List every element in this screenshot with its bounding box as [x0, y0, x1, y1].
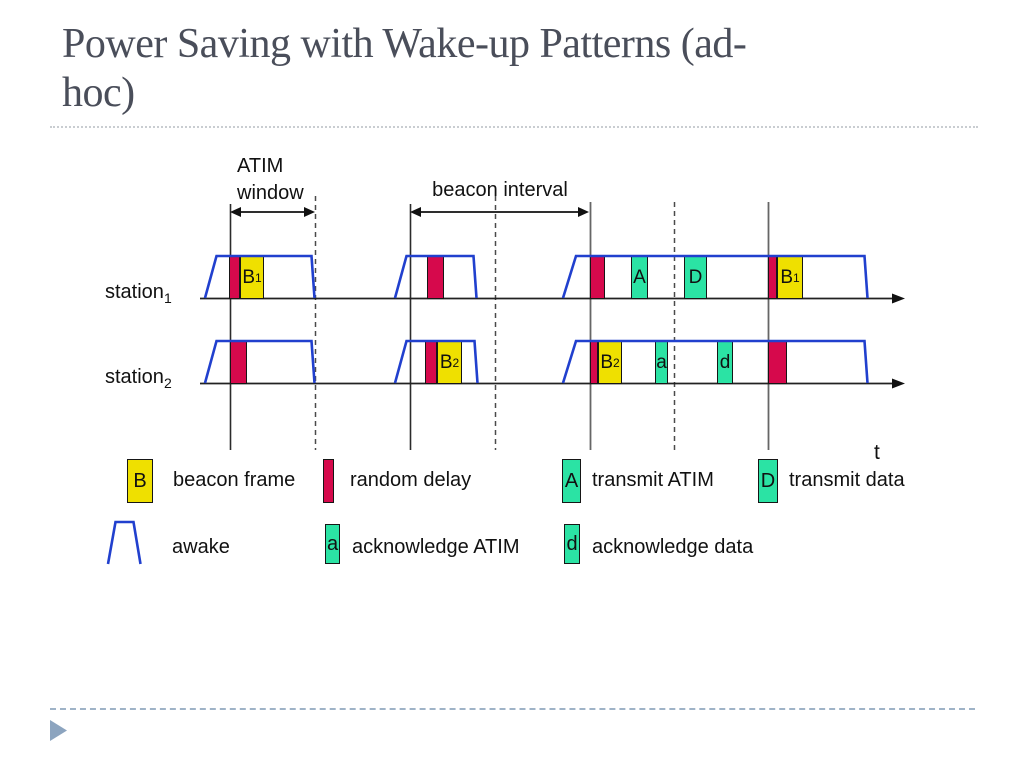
atim-window-label: ATIM window	[237, 153, 304, 207]
random-delay-block	[590, 256, 605, 299]
legend-ack-atim-label: acknowledge ATIM	[352, 536, 520, 558]
legend-transmit-data-swatch: D	[758, 459, 778, 503]
legend-ack-atim-swatch: a	[325, 524, 340, 564]
legend-awake-swatch	[106, 520, 142, 565]
next-slide-button[interactable]	[48, 718, 72, 744]
random-delay-block	[768, 341, 787, 384]
legend-random-delay-label: random delay	[350, 469, 472, 491]
legend-ack-data-swatch: d	[564, 524, 580, 564]
station2-label: station2	[105, 366, 172, 391]
legend-transmit-data-label: transmit data	[789, 469, 905, 491]
station2-time-axis	[200, 378, 905, 389]
time-axis-label: t	[874, 441, 880, 464]
random-delay-block	[768, 256, 777, 299]
footer-divider	[50, 708, 975, 710]
title-divider	[50, 126, 978, 128]
legend-beacon-label: beacon frame	[173, 469, 296, 491]
atim-window-label-line2: window	[237, 182, 304, 204]
ack-data-block: d	[717, 341, 733, 384]
slide-title-line2: hoc)	[62, 70, 135, 116]
random-delay-block	[230, 341, 247, 384]
random-delay-block	[229, 256, 240, 299]
legend-beacon-swatch: B	[127, 459, 153, 503]
ack-atim-block: a	[655, 341, 668, 384]
random-delay-block	[425, 341, 437, 384]
beacon-interval-label: beacon interval	[432, 179, 568, 201]
legend-random-delay-swatch	[323, 459, 334, 503]
legend-transmit-atim-swatch: A	[562, 459, 581, 503]
transmit-data-block: D	[684, 256, 707, 299]
transmit-atim-block: A	[631, 256, 648, 299]
legend-transmit-atim-label: transmit ATIM	[592, 469, 714, 491]
legend-awake-label: awake	[172, 536, 230, 558]
slide-title: Power Saving with Wake-up Patterns (ad- …	[62, 20, 972, 118]
beacon-interval-arrow	[410, 207, 589, 217]
random-delay-block	[590, 341, 598, 384]
random-delay-block	[427, 256, 444, 299]
play-triangle-icon	[50, 720, 67, 741]
atim-window-label-line1: ATIM	[237, 155, 284, 177]
legend-ack-data-label: acknowledge data	[592, 536, 754, 558]
atim-window-arrow	[230, 207, 315, 217]
slide-title-line1: Power Saving with Wake-up Patterns (ad-	[62, 21, 747, 67]
station1-label: station1	[105, 281, 172, 306]
